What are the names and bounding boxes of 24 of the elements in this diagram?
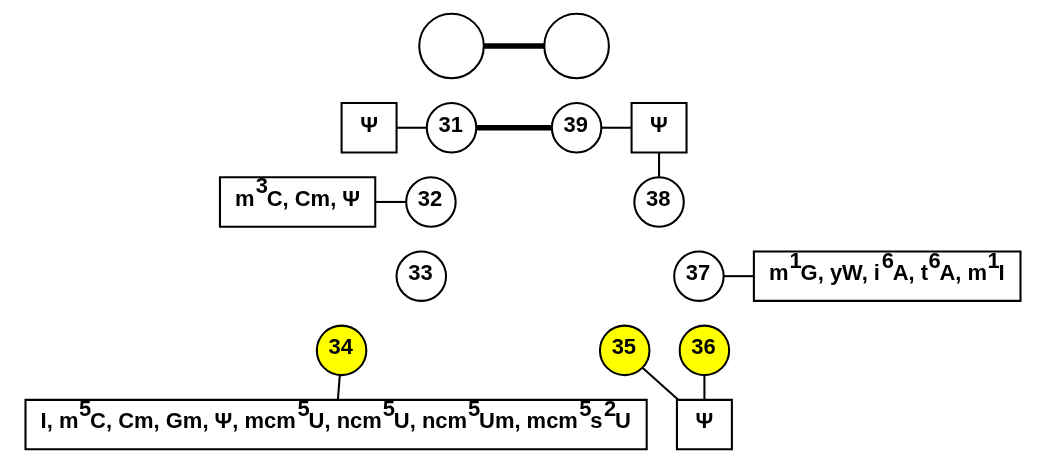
connector	[375, 200, 406, 203]
node-box: Ψ	[630, 101, 688, 154]
node-circle	[418, 12, 485, 80]
node-circle: 38	[633, 176, 685, 228]
node-circle: 35	[598, 324, 651, 377]
node-circle: 31	[425, 101, 478, 154]
node-box: Ψ	[675, 398, 733, 451]
node-circle: 34	[315, 324, 368, 377]
connector	[703, 375, 706, 400]
connector	[601, 126, 632, 129]
connector	[476, 125, 552, 131]
node-circle: 36	[678, 324, 731, 377]
node-circle: 33	[395, 250, 448, 302]
connector	[723, 275, 754, 278]
node-circle: 39	[550, 101, 603, 154]
connector	[336, 375, 341, 400]
connector	[484, 43, 545, 49]
node-box: Ψ	[340, 101, 398, 154]
connector	[642, 367, 679, 401]
node-circle: 32	[405, 176, 457, 228]
connector	[396, 126, 427, 129]
node-circle	[543, 12, 610, 80]
connector	[658, 152, 661, 177]
node-circle: 37	[673, 250, 725, 302]
